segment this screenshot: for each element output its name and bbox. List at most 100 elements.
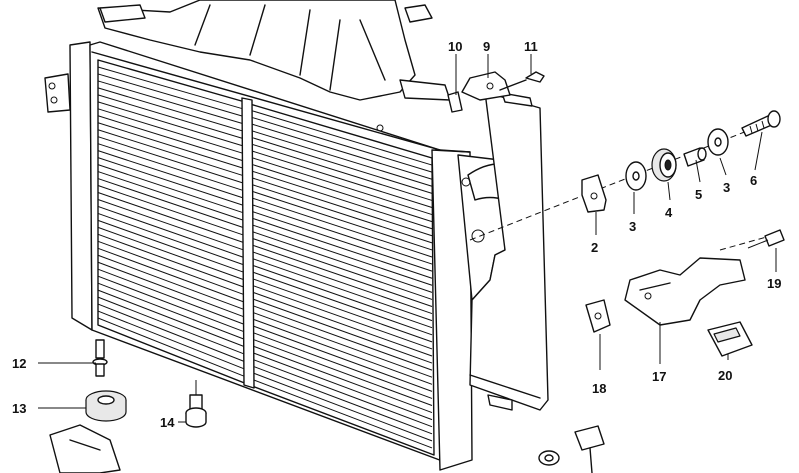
fin-line: [251, 130, 433, 187]
callout-9: 9: [483, 39, 490, 54]
callout-labels: 10 9 11 6 3 5 4 3 2 19 17 18 20 12 13 14: [12, 39, 781, 430]
leader-lines: [38, 54, 777, 423]
part-4-rubber-mount: [651, 148, 677, 182]
fin-line: [251, 378, 433, 449]
callout-19: 19: [767, 276, 781, 291]
fin-line: [251, 284, 433, 350]
fin-line: [251, 271, 433, 336]
fin-line: [97, 261, 246, 318]
fin-line: [251, 190, 433, 251]
radiator-fins-right: [251, 110, 433, 449]
callout-11: 11: [524, 39, 538, 54]
part-20-grommet: [707, 321, 753, 357]
fin-line: [97, 310, 246, 370]
fin-line: [97, 192, 246, 244]
bottom-washer: [538, 450, 560, 466]
fin-line: [251, 351, 433, 421]
fin-line: [97, 73, 246, 118]
callout-10: 10: [448, 39, 462, 54]
fin-line: [251, 338, 433, 406]
callout-3a: 3: [723, 180, 730, 195]
fin-line: [97, 275, 246, 333]
fin-line: [97, 247, 246, 303]
fin-line: [97, 101, 246, 148]
part-12-pin: [92, 339, 108, 377]
fin-line: [97, 233, 246, 288]
fin-line: [251, 257, 433, 322]
fin-line: [97, 282, 246, 340]
side-panel: [469, 91, 549, 411]
fin-line: [97, 268, 246, 326]
fin-line: [97, 254, 246, 311]
bottom-bolt: [574, 425, 605, 473]
fin-line: [251, 345, 433, 414]
fin-line: [97, 317, 246, 378]
part-3-washer-a: [625, 161, 647, 191]
fin-line: [251, 372, 433, 442]
fin-line: [97, 240, 246, 296]
fin-line: [97, 219, 246, 274]
fin-line: [97, 171, 246, 222]
callout-6: 6: [750, 173, 757, 188]
fin-line: [251, 251, 433, 315]
fin-line: [97, 80, 246, 125]
fin-line: [251, 110, 433, 166]
part-2-clip: [581, 174, 607, 213]
fin-line: [251, 224, 433, 286]
fin-line: [251, 210, 433, 272]
fin-line: [97, 94, 246, 140]
fin-line: [251, 163, 433, 223]
fin-line: [97, 66, 246, 110]
lower-support-bracket: [49, 424, 121, 473]
callout-12: 12: [12, 356, 26, 371]
part-6-screw: [741, 110, 781, 137]
callout-4: 4: [665, 205, 673, 220]
fin-line: [251, 278, 433, 343]
part-11-screw: [499, 71, 545, 91]
radiator-fins-left: [97, 66, 246, 378]
fin-line: [251, 264, 433, 329]
radiator: [44, 41, 526, 471]
fin-line: [251, 244, 433, 307]
part-19-screw: [747, 229, 785, 249]
part-3-washer-b: [707, 128, 729, 156]
shroud-clip-top: [404, 4, 433, 23]
fan-shroud: [97, 0, 451, 101]
fin-line: [251, 157, 433, 216]
fin-line: [251, 311, 433, 378]
callout-18: 18: [592, 381, 606, 396]
fin-line: [251, 170, 433, 230]
fin-line: [97, 212, 246, 266]
fin-line: [251, 325, 433, 392]
fin-line: [251, 123, 433, 180]
part-14-bolt: [185, 380, 207, 428]
fin-line: [251, 143, 433, 201]
fin-line: [97, 150, 246, 199]
fin-line: [97, 122, 246, 170]
fin-line: [97, 205, 246, 259]
fin-line: [251, 137, 433, 194]
fin-line: [97, 129, 246, 177]
callout-2: 2: [591, 240, 598, 255]
fin-line: [251, 358, 433, 428]
fin-line: [251, 204, 433, 265]
callout-13: 13: [12, 401, 26, 416]
fin-line: [97, 185, 246, 237]
fin-line: [251, 116, 433, 173]
fin-line: [97, 178, 246, 229]
fin-line: [97, 157, 246, 207]
fin-line: [251, 291, 433, 357]
fin-line: [97, 289, 246, 348]
callout-5: 5: [695, 187, 702, 202]
fin-line: [251, 231, 433, 293]
callout-14: 14: [160, 415, 175, 430]
callout-3b: 3: [629, 219, 636, 234]
fin-line: [251, 318, 433, 385]
fin-line: [97, 296, 246, 355]
fin-line: [251, 150, 433, 208]
fin-line: [251, 197, 433, 258]
part-5-sleeve: [683, 147, 707, 167]
fin-line: [97, 136, 246, 185]
fin-line: [251, 177, 433, 237]
fin-line: [97, 143, 246, 192]
